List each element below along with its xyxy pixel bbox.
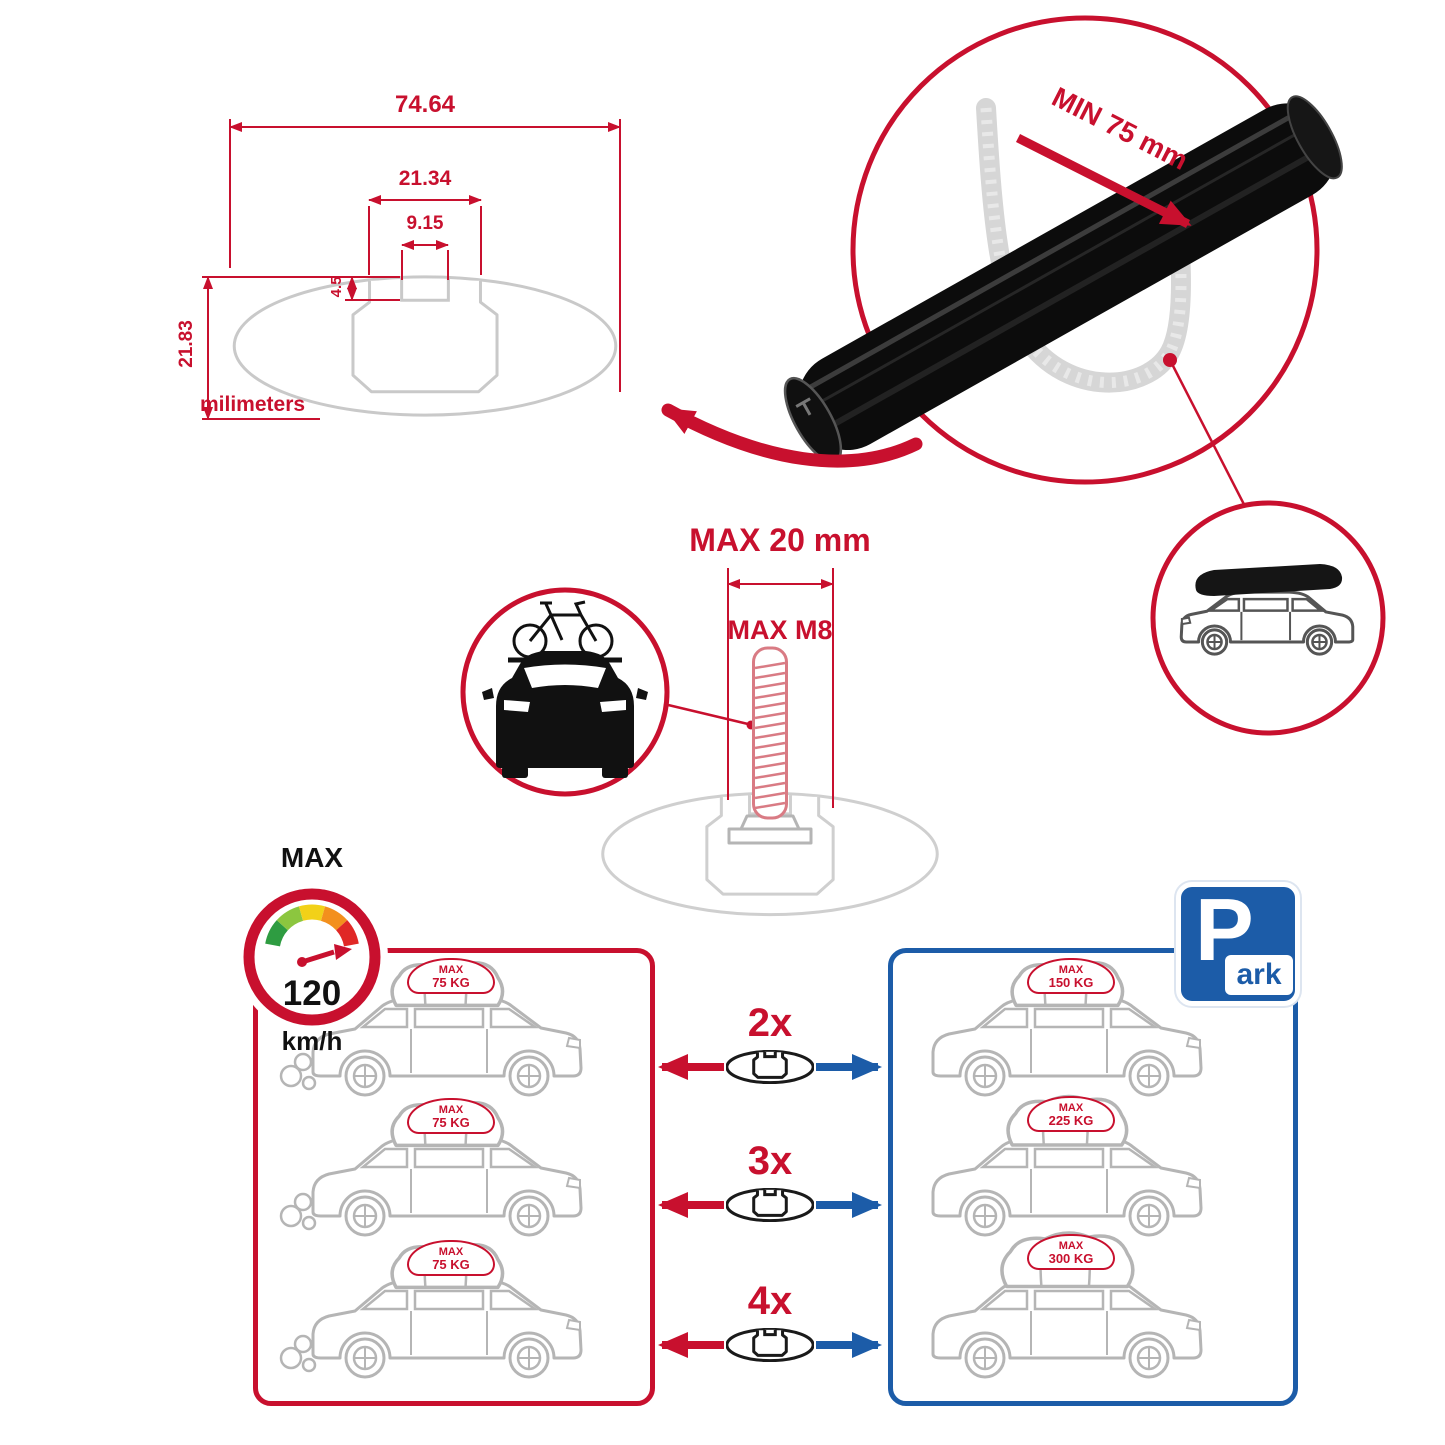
bolt-dimension-lines xyxy=(727,568,834,808)
parked-cars xyxy=(931,958,1203,1379)
exhaust-icon-3 xyxy=(279,1334,317,1373)
cargo-1 xyxy=(390,958,505,1008)
bolt-icon xyxy=(752,646,788,820)
min-width-arrow xyxy=(1015,133,1192,229)
exhaust-icon-1 xyxy=(279,1052,317,1091)
park-sign: P ark xyxy=(1176,880,1300,1006)
crossbar-cross-section-diagram xyxy=(202,119,621,420)
cargo-5 xyxy=(1006,1094,1129,1147)
moving-cars xyxy=(279,958,583,1379)
crossbar-section-icon-row3 xyxy=(726,1329,814,1361)
moving-car-2 xyxy=(311,1136,583,1237)
bike-car-view xyxy=(460,587,756,797)
parked-capacity-box xyxy=(888,948,1298,1406)
speedometer-icon xyxy=(236,881,388,1033)
car-front-icon xyxy=(482,651,648,778)
roof-box-icon xyxy=(1195,564,1343,596)
clamp-strap-icon xyxy=(976,98,1191,393)
gauge-needle xyxy=(301,949,335,965)
cargo-3 xyxy=(390,1240,505,1290)
park-sign-suffix: ark xyxy=(1225,955,1293,995)
moving-capacity-box xyxy=(253,948,655,1406)
crossbar-icon xyxy=(783,95,1343,464)
crossbar-section-icon-row1 xyxy=(726,1051,814,1083)
zoom-pointer-arrow xyxy=(661,403,923,468)
multiplier-rows xyxy=(658,1051,882,1361)
dimension-lines xyxy=(202,119,621,420)
exhaust-icon-2 xyxy=(279,1192,317,1231)
roofbox-car-view xyxy=(1150,500,1386,736)
cargo-2 xyxy=(390,1098,505,1148)
bar-detail-view xyxy=(783,15,1343,521)
cargo-6 xyxy=(1002,1233,1133,1287)
cargo-4 xyxy=(1010,958,1125,1008)
leader-line-to-car xyxy=(1168,359,1254,521)
parked-car-2 xyxy=(931,1136,1203,1237)
parked-car-1 xyxy=(931,996,1203,1097)
crossbar-section-icon-row2 xyxy=(726,1189,814,1221)
leader-line-to-bolt xyxy=(663,702,749,726)
moving-car-3 xyxy=(311,1278,583,1379)
parked-car-3 xyxy=(931,1278,1203,1379)
crossbar-cross-section xyxy=(232,275,618,417)
bolt-diagram xyxy=(601,568,939,917)
t-nut-flange-icon xyxy=(727,814,813,845)
